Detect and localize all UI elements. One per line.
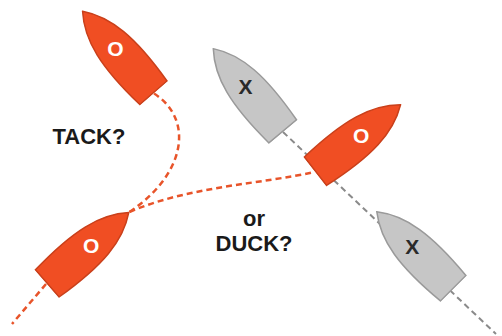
question-label: TACK? (44, 124, 134, 149)
sailboat: X (194, 32, 301, 147)
sailboat: X (359, 194, 471, 306)
wake-trail (12, 284, 46, 324)
boat-letter: O (353, 125, 369, 147)
sailboat: O (64, 0, 172, 109)
hull-outline (363, 198, 467, 302)
course-line (130, 172, 315, 212)
question-label: or DUCK? (212, 206, 296, 256)
boat-letter: X (238, 76, 252, 98)
sailboat: O (31, 194, 146, 302)
sailboat: O (300, 85, 416, 191)
hull-outline (303, 89, 413, 187)
course-line (130, 94, 180, 212)
hull-outline (34, 198, 142, 299)
hull-outline (198, 36, 298, 144)
boat-letter: O (107, 38, 123, 60)
hull-outline (68, 0, 169, 106)
boat-letter: X (405, 236, 419, 258)
boat-letter: O (83, 234, 99, 256)
